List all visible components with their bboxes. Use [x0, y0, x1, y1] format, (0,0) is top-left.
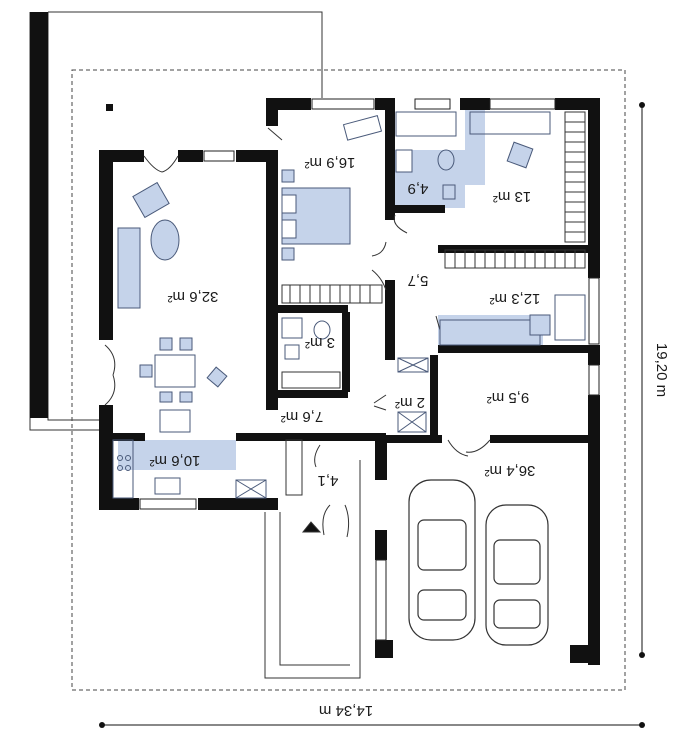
- room-labels: 16,9 m² 4,9 13 m² 32,6 m² 5,7 12,3 m² 3 …: [150, 154, 541, 489]
- marker-square: [106, 104, 113, 111]
- furniture: [112, 111, 586, 499]
- walls: [30, 12, 600, 665]
- doors: [104, 127, 491, 538]
- windows: [139, 98, 600, 641]
- dimension-width-label: 14,34 m: [319, 702, 373, 719]
- room-label-bathroom: 4,9: [408, 180, 429, 197]
- room-label-bedroom-main: 16,9 m²: [305, 154, 356, 171]
- closets: [281, 111, 586, 496]
- room-label-utility: 2 m²: [395, 394, 425, 411]
- room-label-wc: 3 m²: [305, 334, 335, 351]
- room-label-kitchen: 10,6 m²: [150, 452, 201, 469]
- room-label-bedroom-2: 13 m²: [493, 188, 531, 205]
- room-label-corridor: 7,6 m²: [281, 408, 324, 425]
- roof-outline: [29, 11, 323, 431]
- room-label-living-room: 32,6 m²: [168, 288, 219, 305]
- dimension-height: 19,20 m: [639, 102, 670, 658]
- room-label-hall: 5,7: [408, 272, 429, 289]
- eave-outline: [71, 69, 626, 691]
- room-label-storage: 9,5 m²: [487, 389, 530, 406]
- room-label-vestibule: 4,1: [318, 472, 339, 489]
- terrace: [264, 460, 361, 679]
- room-label-garage: 36,4 m²: [485, 462, 536, 479]
- room-label-bedroom-3: 12,3 m²: [490, 290, 541, 307]
- dimension-width: 14,34 m: [99, 702, 645, 728]
- dimension-height-label: 19,20 m: [653, 343, 670, 397]
- garage-cars: [408, 479, 549, 646]
